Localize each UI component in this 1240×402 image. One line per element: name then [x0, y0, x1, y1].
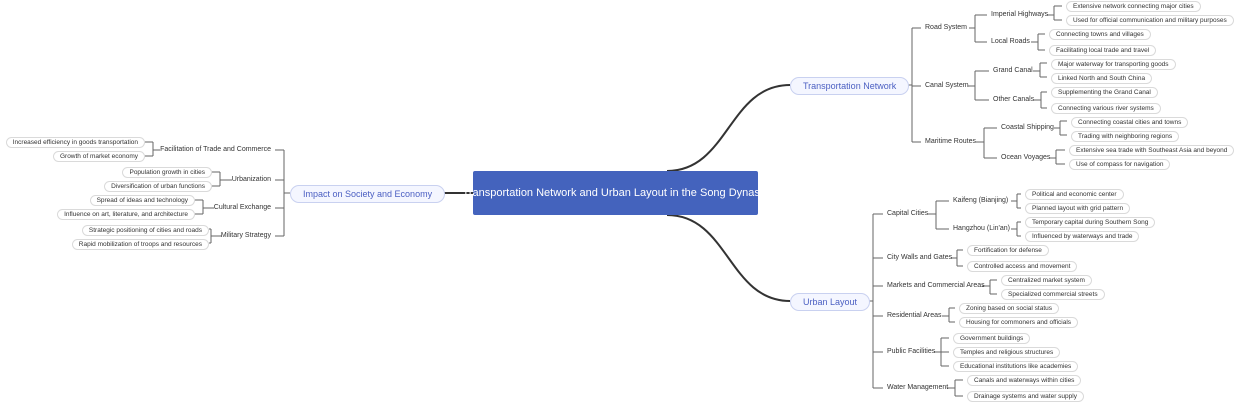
root-topic[interactable]: Transportation Network and Urban Layout …	[463, 171, 768, 215]
leaf-ocean-1[interactable]: Extensive sea trade with Southeast Asia …	[1069, 145, 1235, 156]
leaf-public-2[interactable]: Temples and religious structures	[953, 347, 1061, 358]
topic-imperial-highways[interactable]: Imperial Highways	[991, 11, 1049, 18]
leaf-trade-2[interactable]: Growth of market economy	[52, 151, 145, 162]
topic-residential[interactable]: Residential Areas	[887, 312, 942, 319]
topic-urbanization[interactable]: Urbanization	[231, 176, 271, 183]
leaf-military-1[interactable]: Strategic positioning of cities and road…	[81, 225, 209, 236]
topic-capital-cities[interactable]: Capital Cities	[887, 210, 929, 217]
leaf-public-3[interactable]: Educational institutions like academies	[953, 361, 1079, 372]
leaf-kaifeng-2[interactable]: Planned layout with grid pattern	[1025, 203, 1131, 214]
leaf-cultural-1[interactable]: Spread of ideas and technology	[89, 195, 195, 206]
leaf-urbanization-2[interactable]: Diversification of urban functions	[104, 181, 212, 192]
leaf-markets-2[interactable]: Specialized commercial streets	[1001, 289, 1105, 300]
topic-road-system[interactable]: Road System	[925, 24, 968, 31]
edge-root-transport	[666, 84, 791, 172]
topic-maritime-routes[interactable]: Maritime Routes	[925, 138, 976, 145]
leaf-other-2[interactable]: Connecting various river systems	[1051, 103, 1161, 114]
branch-urban-layout[interactable]: Urban Layout	[790, 293, 871, 311]
leaf-grand-2[interactable]: Linked North and South China	[1051, 73, 1153, 84]
topic-kaifeng[interactable]: Kaifeng (Bianjing)	[953, 197, 1009, 204]
topic-local-roads[interactable]: Local Roads	[991, 38, 1030, 45]
topic-markets[interactable]: Markets and Commercial Areas	[887, 282, 985, 289]
topic-military-strategy[interactable]: Military Strategy	[220, 232, 271, 239]
topic-coastal-shipping[interactable]: Coastal Shipping	[1001, 124, 1054, 131]
topic-water-management[interactable]: Water Management	[887, 384, 949, 391]
branch-impact-society-economy[interactable]: Impact on Society and Economy	[290, 185, 446, 203]
leaf-kaifeng-1[interactable]: Political and economic center	[1025, 189, 1124, 200]
leaf-markets-1[interactable]: Centralized market system	[1001, 275, 1092, 286]
leaf-public-1[interactable]: Government buildings	[953, 333, 1031, 344]
leaf-residential-1[interactable]: Zoning based on social status	[959, 303, 1059, 314]
topic-other-canals[interactable]: Other Canals	[993, 96, 1035, 103]
topic-city-walls[interactable]: City Walls and Gates	[887, 254, 953, 261]
topic-grand-canal[interactable]: Grand Canal	[993, 67, 1033, 74]
leaf-residential-2[interactable]: Housing for commoners and officials	[959, 317, 1079, 328]
leaf-coastal-2[interactable]: Trading with neighboring regions	[1071, 131, 1180, 142]
leaf-cultural-2[interactable]: Influence on art, literature, and archit…	[57, 209, 195, 220]
leaf-imperial-2[interactable]: Used for official communication and mili…	[1066, 15, 1234, 26]
leaf-hangzhou-2[interactable]: Influenced by waterways and trade	[1025, 231, 1140, 242]
leaf-walls-1[interactable]: Fortification for defense	[967, 245, 1049, 256]
leaf-water-2[interactable]: Drainage systems and water supply	[967, 391, 1084, 402]
leaf-imperial-1[interactable]: Extensive network connecting major citie…	[1066, 1, 1201, 12]
leaf-military-2[interactable]: Rapid mobilization of troops and resourc…	[71, 239, 209, 250]
leaf-ocean-2[interactable]: Use of compass for navigation	[1069, 159, 1171, 170]
topic-hangzhou[interactable]: Hangzhou (Lin'an)	[953, 225, 1010, 232]
topic-cultural-exchange[interactable]: Cultural Exchange	[213, 204, 271, 211]
topic-ocean-voyages[interactable]: Ocean Voyages	[1001, 154, 1051, 161]
leaf-hangzhou-1[interactable]: Temporary capital during Southern Song	[1025, 217, 1156, 228]
leaf-coastal-1[interactable]: Connecting coastal cities and towns	[1071, 117, 1189, 128]
leaf-urbanization-1[interactable]: Population growth in cities	[122, 167, 212, 178]
leaf-other-1[interactable]: Supplementing the Grand Canal	[1051, 87, 1158, 98]
edge-root-urban	[666, 214, 791, 302]
branch-transportation-network[interactable]: Transportation Network	[790, 77, 910, 95]
leaf-walls-2[interactable]: Controlled access and movement	[967, 261, 1078, 272]
topic-canal-system[interactable]: Canal System	[925, 82, 969, 89]
leaf-local-2[interactable]: Facilitating local trade and travel	[1049, 45, 1157, 56]
topic-public-facilities[interactable]: Public Facilities	[887, 348, 936, 355]
leaf-grand-1[interactable]: Major waterway for transporting goods	[1051, 59, 1176, 70]
leaf-water-1[interactable]: Canals and waterways within cities	[967, 375, 1082, 386]
leaf-local-1[interactable]: Connecting towns and villages	[1049, 29, 1151, 40]
leaf-trade-1[interactable]: Increased efficiency in goods transporta…	[5, 137, 145, 148]
topic-trade-commerce[interactable]: Facilitation of Trade and Commerce	[160, 146, 271, 153]
